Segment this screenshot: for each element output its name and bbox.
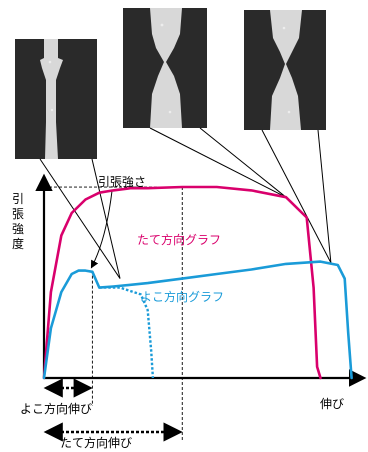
photo-callout-lines [39, 127, 332, 279]
series-line-0 [42, 185, 322, 380]
series-layer [42, 185, 353, 380]
photo-right-callout-1 [317, 129, 332, 263]
range-label-horizontal: よこ方向伸び [20, 401, 92, 416]
range-label-vertical: たて方向伸び [60, 435, 132, 450]
series-line-2 [99, 286, 155, 379]
photo-right-callout-0 [261, 129, 332, 263]
series-label-vertical: たて方向グラフ [137, 232, 221, 247]
series-line-1 [42, 260, 353, 380]
photo-left-callout-1 [91, 158, 121, 279]
photo-middle [123, 8, 207, 128]
x-axis-label: 伸び [320, 397, 344, 411]
y-axis-label: 引張強度 [12, 192, 24, 251]
photo-middle-callout-0 [149, 127, 287, 198]
range-arrows [43, 378, 183, 442]
photo-left-callout-0 [39, 158, 121, 279]
tensile-strength-arrow [90, 190, 113, 269]
tensile-strength-label: 引張強さ [98, 175, 146, 189]
photo-right [244, 10, 326, 130]
photo-left [15, 39, 97, 159]
series-label-horizontal: よこ方向グラフ [140, 289, 224, 304]
photo-middle-callout-1 [199, 127, 287, 198]
